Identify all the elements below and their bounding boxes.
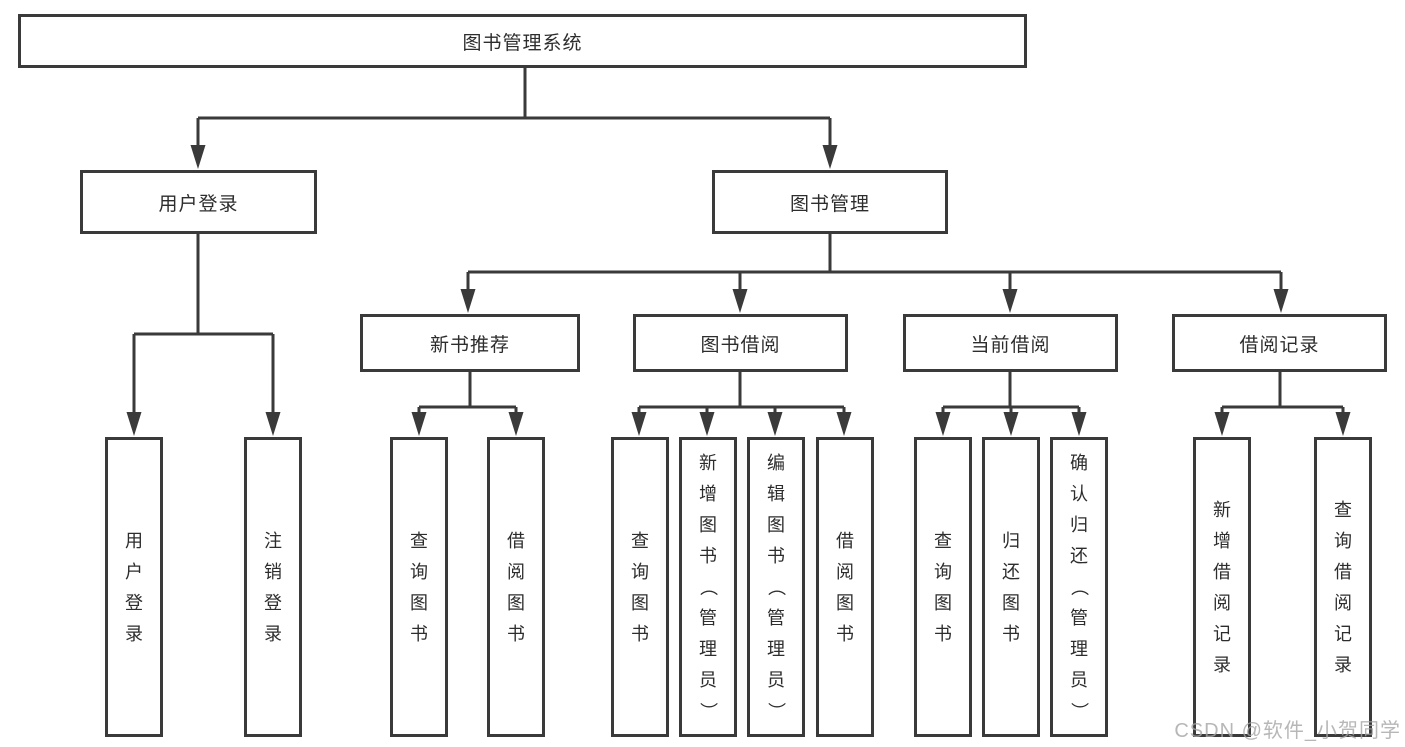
node-borrowing-records: 借阅记录	[1172, 314, 1387, 372]
node-add-books-admin: 新增图书（管理员）	[679, 437, 737, 737]
node-new-book-recommendation: 新书推荐	[360, 314, 580, 372]
node-book-borrowing: 图书借阅	[633, 314, 848, 372]
node-current-borrowing: 当前借阅	[903, 314, 1118, 372]
node-query-borrow-record: 查询借阅记录	[1314, 437, 1372, 737]
node-add-borrow-record: 新增借阅记录	[1193, 437, 1251, 737]
node-borrow-books-recommend: 借阅图书	[487, 437, 545, 737]
node-book-management: 图书管理	[712, 170, 948, 234]
watermark: CSDN @软件_小贺同学	[1174, 720, 1401, 742]
node-user-login: 用户登录	[80, 170, 317, 234]
node-logout-action: 注销登录	[244, 437, 302, 737]
node-user-login-action: 用户登录	[105, 437, 163, 737]
node-confirm-return-admin: 确认归还（管理员）	[1050, 437, 1108, 737]
node-query-books-borrowing: 查询图书	[611, 437, 669, 737]
node-query-books-recommend: 查询图书	[390, 437, 448, 737]
node-library-management-system: 图书管理系统	[18, 14, 1027, 68]
node-return-books: 归还图书	[982, 437, 1040, 737]
node-query-books-current: 查询图书	[914, 437, 972, 737]
node-borrow-books-borrowing: 借阅图书	[816, 437, 874, 737]
node-edit-books-admin: 编辑图书（管理员）	[747, 437, 805, 737]
